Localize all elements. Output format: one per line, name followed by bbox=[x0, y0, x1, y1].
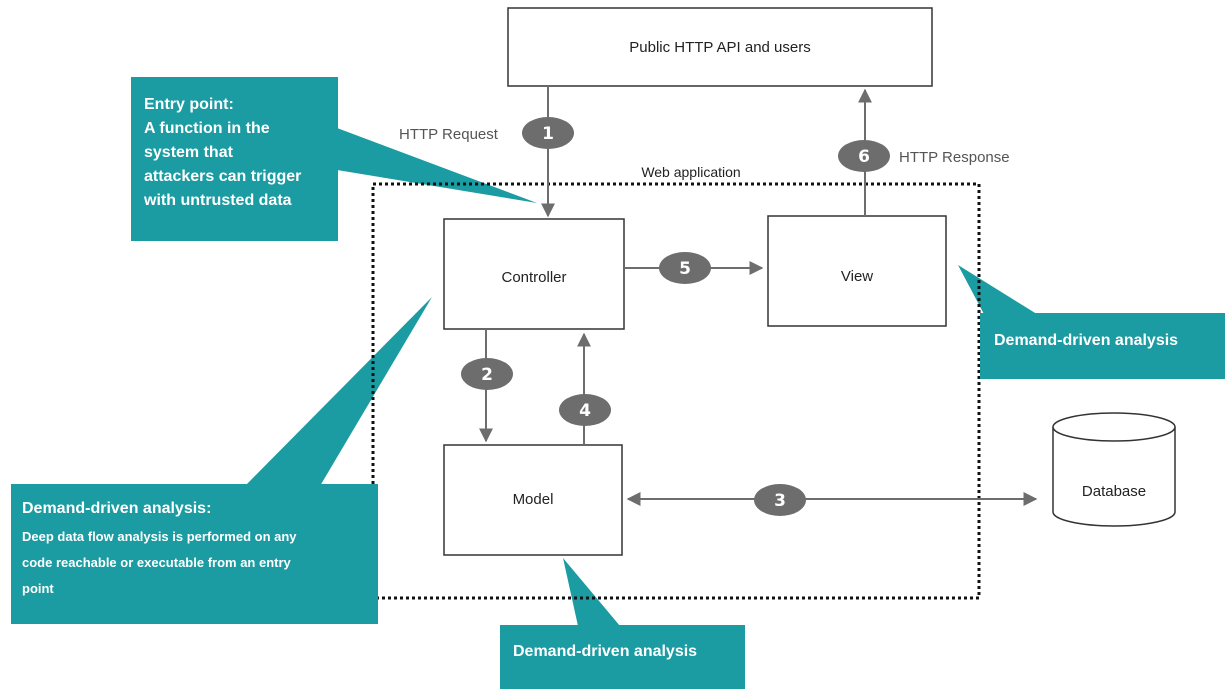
entry-point-text: A function in the bbox=[144, 120, 270, 137]
web-application-label: Web application bbox=[641, 164, 740, 180]
model-box bbox=[443, 444, 623, 556]
step-number: 6 bbox=[858, 147, 870, 167]
step-badge-3: 3 bbox=[754, 484, 806, 516]
view-box bbox=[767, 215, 947, 327]
demand-main-title: Demand-driven analysis: bbox=[22, 500, 212, 517]
demand-view-callout: Demand-driven analysis bbox=[980, 313, 1225, 379]
controller-label: Controller bbox=[501, 269, 566, 286]
demand-main-text: Deep data flow analysis is performed on … bbox=[22, 529, 297, 544]
controller-box bbox=[443, 218, 625, 330]
entry-point-text: system that bbox=[144, 144, 233, 161]
step-badge-4: 4 bbox=[559, 394, 611, 426]
view-label: View bbox=[841, 268, 873, 285]
http-response-label: HTTP Response bbox=[899, 149, 1010, 166]
demand-main-callout: Demand-driven analysis: Deep data flow a… bbox=[11, 484, 378, 624]
public-api-label: Public HTTP API and users bbox=[629, 39, 810, 56]
public-api-box bbox=[507, 7, 933, 87]
demand-view-label: Demand-driven analysis bbox=[994, 332, 1179, 349]
demand-model-label: Demand-driven analysis bbox=[513, 643, 698, 660]
database-label: Database bbox=[1082, 483, 1146, 500]
entry-point-text: attackers can trigger bbox=[144, 168, 302, 185]
step-badge-1: 1 bbox=[522, 117, 574, 149]
step-badge-2: 2 bbox=[461, 358, 513, 390]
demand-model-callout: Demand-driven analysis bbox=[500, 625, 745, 689]
step-number: 5 bbox=[679, 259, 691, 279]
step-number: 4 bbox=[579, 401, 591, 421]
step-badge-5: 5 bbox=[659, 252, 711, 284]
demand-model-callout-tail bbox=[563, 558, 620, 626]
http-request-label: HTTP Request bbox=[399, 126, 499, 143]
step-number: 1 bbox=[542, 124, 554, 144]
demand-main-text: point bbox=[22, 581, 54, 596]
entry-point-text: with untrusted data bbox=[144, 192, 292, 209]
demand-main-text: code reachable or executable from an ent… bbox=[22, 555, 291, 570]
step-number: 2 bbox=[481, 365, 493, 385]
model-label: Model bbox=[513, 491, 554, 508]
demand-view-callout-tail bbox=[958, 265, 1040, 316]
demand-main-callout-tail bbox=[245, 297, 432, 486]
database-cylinder bbox=[1052, 412, 1176, 527]
web-application-container bbox=[371, 182, 981, 600]
entry-point-callout: Entry point: A function in the system th… bbox=[131, 77, 338, 241]
step-badge-6: 6 bbox=[838, 140, 890, 172]
step-number: 3 bbox=[774, 491, 786, 511]
entry-point-title: Entry point: bbox=[144, 96, 234, 113]
